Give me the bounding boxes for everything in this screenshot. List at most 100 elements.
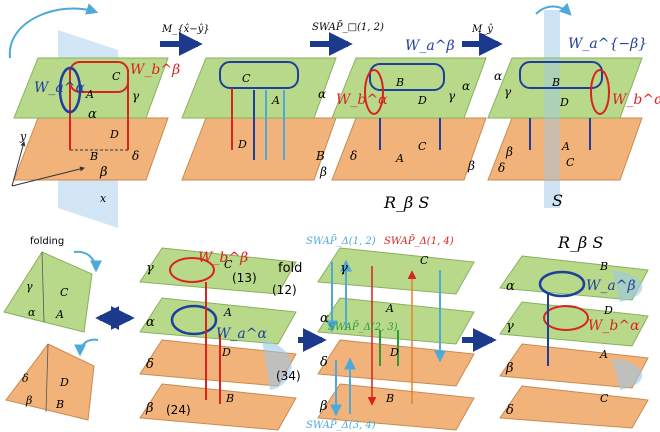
face-label: δ [498,161,505,175]
loop-label-b: W_b^β [130,62,180,78]
loop-label-a: W_a^β [586,278,636,294]
face-label: A [599,348,608,361]
sheet-top [3,251,93,333]
swap-label: SWAP̄_Δ(1, 4) [384,235,454,247]
rotation-arrow [535,2,572,16]
layer-label: β [319,399,328,414]
bottom-layer [13,117,169,181]
face-label: B [225,392,234,405]
face-label: C [600,392,609,405]
swap-label: SWAP̄_Δ(2, 3) [328,321,398,333]
step-arrow-1: M_{x̂−ŷ} [160,24,210,56]
sheet-label: D [59,376,69,389]
layer-stack-1: W_b^β W_a^α γ α δ β C A D B (13) fold (1… [139,247,302,431]
face-label: C [242,72,251,85]
panel-caption: R_β S [557,233,603,252]
face-label: D [559,96,569,109]
layer-label: β [145,401,154,416]
top-panel-1: W_a^α W_b^β A C γ α B D δ β x y [8,3,180,228]
layer-stack-3: R_β S W_a^β W_b^α α γ β δ B D A C [499,233,649,429]
annotation: (13) [232,271,257,285]
sheet-label: A [55,308,64,321]
layer-label-top: α [462,79,470,93]
folding-label: folding [30,236,64,247]
layer-delta [499,385,649,429]
top-panel-2: C A α B D β [181,57,337,181]
layer-label: α [506,279,515,294]
face-label: D [417,94,427,107]
step-label: M_{x̂−ŷ} [161,24,210,35]
annotation: (24) [166,403,191,417]
layer-label: α [146,315,155,330]
loop-label-b: W_b^β [198,250,248,266]
layer-label: γ [506,319,514,334]
layer-label: δ [506,403,514,418]
axis-x-label: x [100,192,107,205]
loop-label-a: W_a^α [34,80,85,96]
sheet-label: C [60,286,69,299]
panel-caption: R_β S [383,193,429,212]
step-arrow-2: SWAP̄_□(1, 2) [310,21,384,56]
face-label: A [223,306,232,319]
step-arrow-3: M_ŷ [462,24,503,56]
layer-label: γ [340,261,348,276]
top-layer [13,57,169,119]
face-label: D [389,346,399,359]
face-label: D [109,128,119,141]
face-label: B [551,76,560,89]
face-label: C [418,140,427,153]
wilson-loop-b [69,61,129,93]
layer-alpha [317,297,475,345]
face-label: A [395,152,404,165]
face-label: C [420,254,429,267]
layer-label: β [505,361,514,376]
layer-label-bottom: β [505,145,513,159]
layer-label: δ [146,357,154,372]
face-label: C [566,156,575,169]
face-label: D [237,138,247,151]
face-label: D [221,346,231,359]
layer-label: γ [146,261,154,276]
loop-label-a: W_a^{−β} [568,36,647,52]
sheet-label: B [55,398,64,411]
bottom-layer [181,117,337,181]
loop-label-a: W_a^α [216,326,267,342]
sheet-bottom [5,343,95,421]
rotation-arrow [8,3,99,59]
panel-caption: S [552,191,563,210]
step-label: SWAP̄_□(1, 2) [312,21,384,33]
sheet-label: δ [22,372,29,385]
layer-beta [317,383,475,431]
loop-label-b: W_b^α [336,92,388,108]
layer-gamma [317,247,475,295]
face-label: B [89,150,98,163]
annotation: (34) [276,369,301,383]
layer-label-bottom: β [99,165,108,180]
wilson-loop-a [58,66,82,114]
face-label: A [85,88,94,101]
face-label: C [112,70,121,83]
face-label: δ [132,149,139,163]
layer-label: δ [320,355,328,370]
top-panel-4: W_a^{−β} W_b^α B D γ α A C δ β S [487,2,660,210]
layer-label-bottom: β [467,159,475,173]
face-label: A [271,94,280,107]
layer-label-top: α [318,87,326,101]
face-label: C [224,258,233,271]
face-label: B [385,392,394,405]
face-label: δ [350,149,357,163]
layer-gamma [499,301,649,347]
layer-label-top: α [494,69,502,83]
face-label: A [561,140,570,153]
layer-stack-2: SWAP̄_Δ(1, 2) SWAP̄_Δ(1, 4) SWAP̄_Δ(2, 3… [306,235,475,431]
loop-label-b: W_b^α [588,318,640,334]
coordinate-axes: x y [11,130,107,205]
layer-label: α [320,311,329,326]
face-label: γ [132,89,140,103]
annotation: fold [278,261,302,276]
layer-beta [139,383,297,431]
face-label: B [395,76,404,89]
loop-label-a: W_a^β [405,38,455,54]
layer-label-top: α [88,107,97,122]
